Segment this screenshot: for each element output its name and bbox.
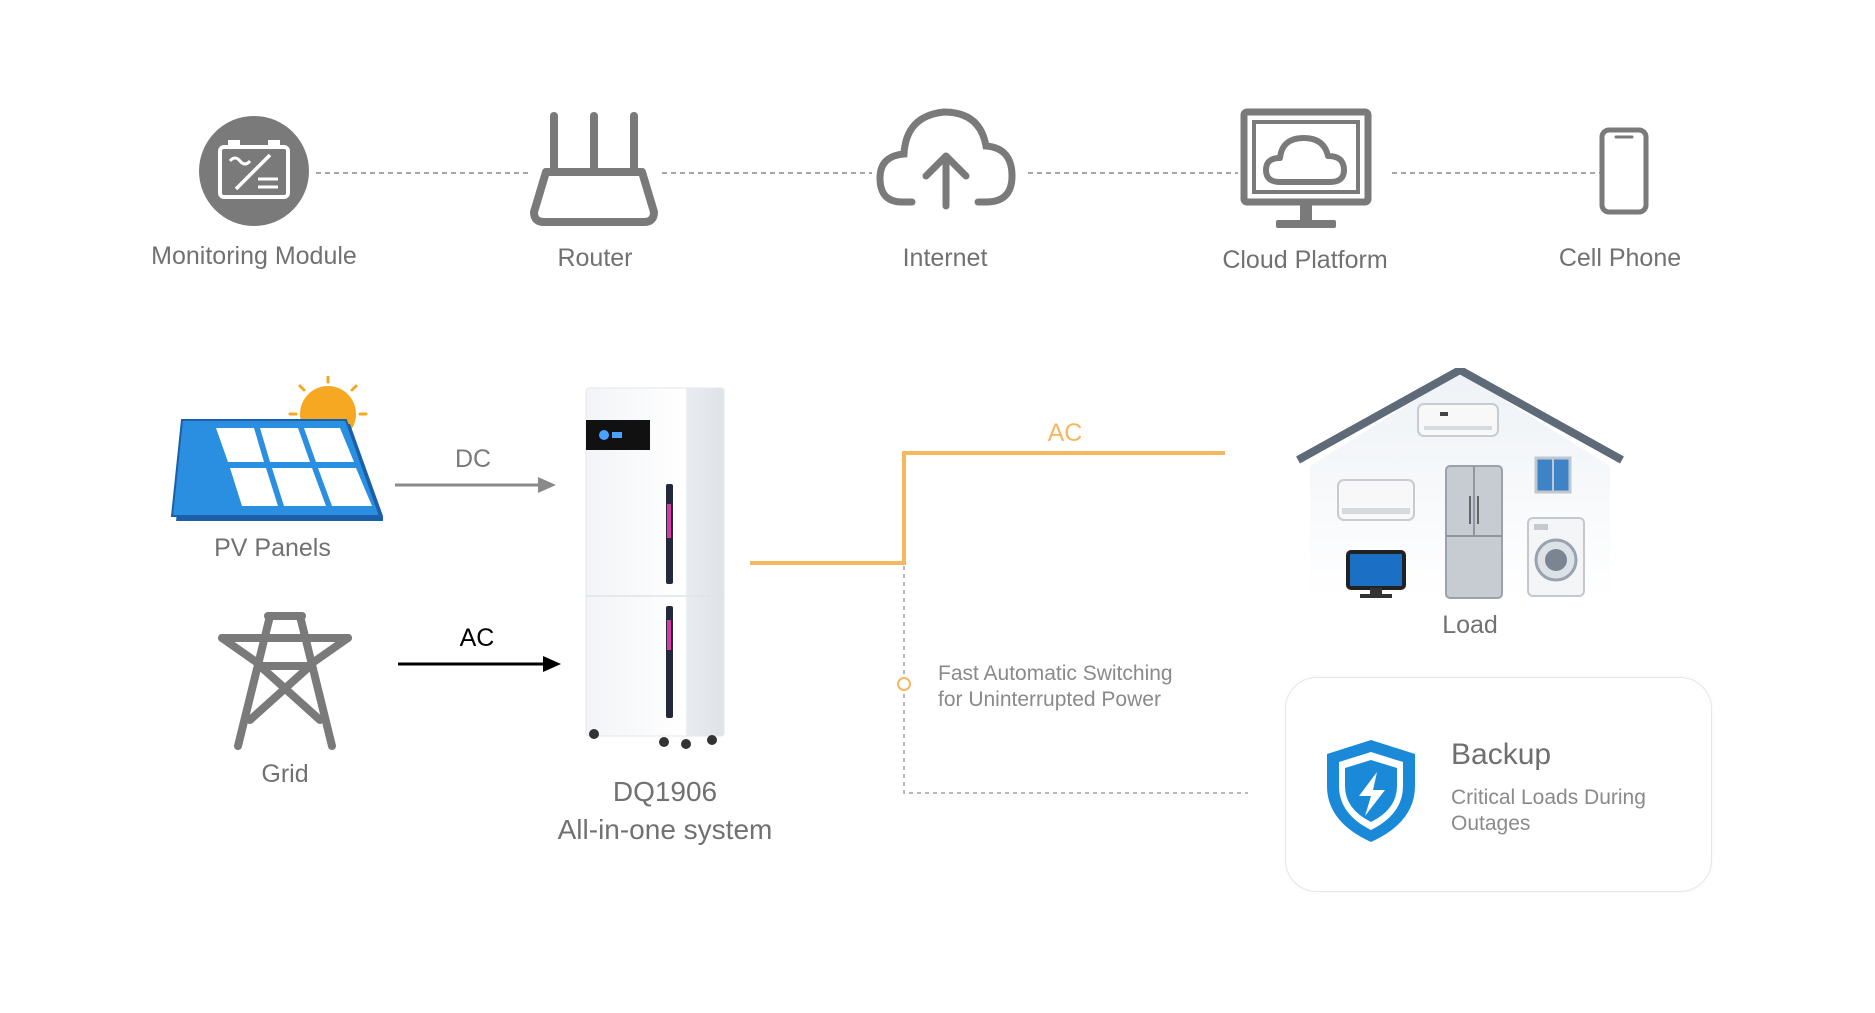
cell-phone-label: Cell Phone (1558, 244, 1682, 272)
grid-label: Grid (261, 760, 309, 788)
router-icon (530, 112, 658, 226)
switch-node (897, 677, 911, 691)
system-description-label: All-in-one system (557, 814, 773, 845)
dc-arrow (395, 477, 556, 493)
monitoring-module-icon (199, 116, 309, 226)
backup-card: Backup Critical Loads During Outages (1285, 677, 1712, 892)
switching-note-line2: for Uninterrupted Power (938, 688, 1161, 711)
backup-subtitle: Critical Loads During Outages (1451, 786, 1646, 835)
shield-lightning-icon (1327, 740, 1415, 842)
grid-ac-label: AC (459, 624, 495, 652)
dc-label: DC (454, 445, 492, 473)
backup-dotted-line (903, 566, 1248, 794)
all-in-one-cabinet-icon (585, 387, 725, 749)
solar-panel-icon (170, 376, 383, 521)
cloud-platform-label: Cloud Platform (1222, 246, 1388, 274)
ac-output-line (750, 451, 1225, 565)
house-load-icon (1296, 368, 1624, 600)
backup-title: Backup (1451, 738, 1552, 771)
output-ac-label: AC (1047, 419, 1083, 447)
pv-panels-label: PV Panels (214, 534, 331, 562)
cloud-platform-icon (1240, 108, 1372, 228)
ac-arrow (398, 656, 561, 672)
power-tower-icon (218, 612, 352, 750)
router-label: Router (557, 244, 633, 272)
cell-phone-icon (1599, 127, 1649, 215)
internet-label: Internet (902, 244, 988, 272)
monitoring-module-label: Monitoring Module (151, 242, 357, 270)
system-model-label: DQ1906 (612, 776, 718, 807)
cloud-upload-icon (876, 108, 1016, 210)
switching-note-line1: Fast Automatic Switching (938, 662, 1173, 685)
load-label: Load (1442, 611, 1498, 639)
